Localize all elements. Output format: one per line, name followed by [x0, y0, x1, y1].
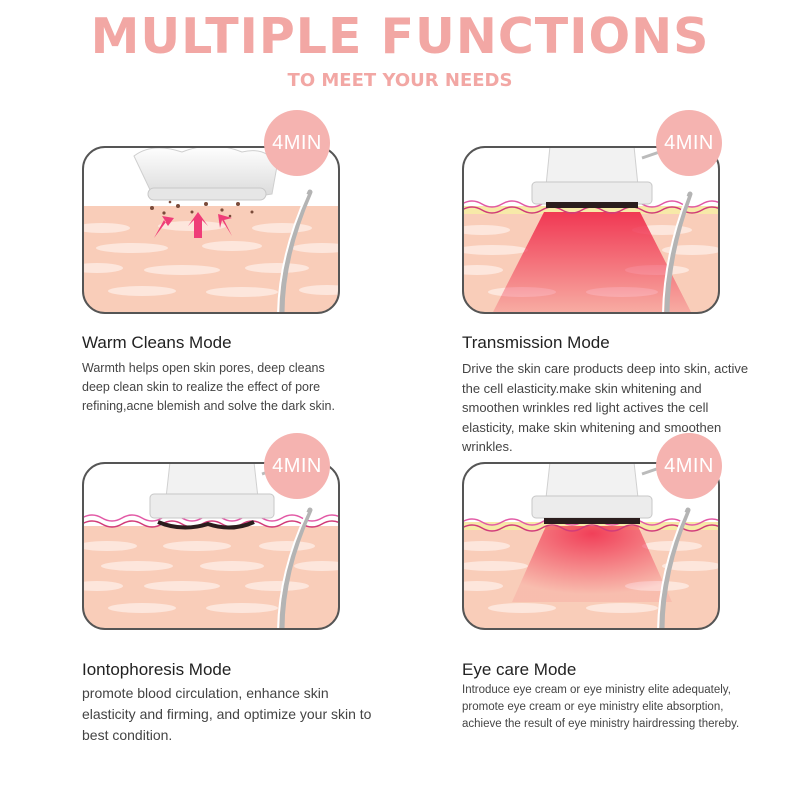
iontophoresis-title: Iontophoresis Mode	[82, 660, 232, 679]
transmission-illustration	[462, 146, 720, 314]
duration-badge: 4MIN	[264, 433, 330, 499]
eye-care-title: Eye care Mode	[462, 660, 577, 679]
warm-cleans-title: Warm Cleans Mode	[82, 333, 232, 352]
duration-badge: 4MIN	[656, 433, 722, 499]
iontophoresis-description: promote blood circulation, enhance skin …	[82, 685, 372, 743]
duration-badge: 4MIN	[264, 110, 330, 176]
eye-care-illustration	[462, 462, 720, 630]
duration-badge: 4MIN	[656, 110, 722, 176]
eye-care-description: Introduce eye cream or eye ministry elit…	[462, 684, 740, 730]
transmission-description: Drive the skin care products deep into s…	[462, 361, 749, 454]
warm-cleans-description: Warmth helps open skin pores, deep clean…	[82, 361, 335, 413]
transmission-title: Transmission Mode	[462, 333, 610, 352]
page-title: MULTIPLE FUNCTIONS	[90, 8, 710, 65]
page-subtitle: TO MEET YOUR NEEDS	[287, 70, 513, 91]
